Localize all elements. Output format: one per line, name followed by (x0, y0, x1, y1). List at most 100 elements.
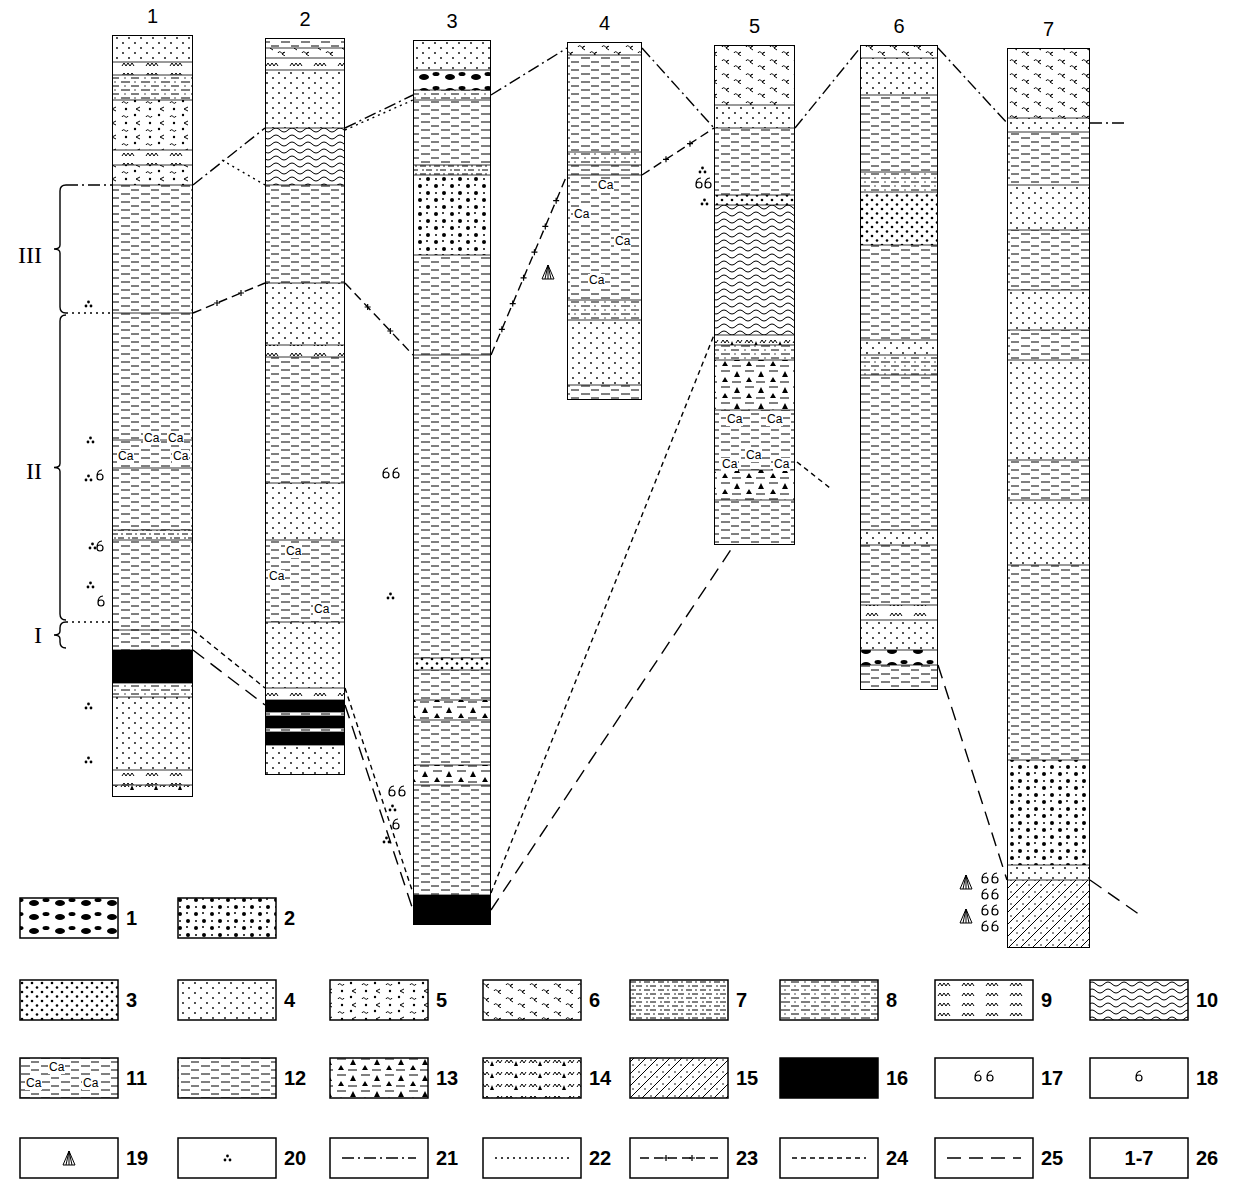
correlation-line (345, 283, 413, 355)
stratum-boundary (1007, 230, 1090, 231)
legend-sample (935, 1138, 1033, 1178)
stratum (860, 95, 938, 172)
stratum-boundary (567, 152, 642, 153)
stratum-boundary (265, 716, 345, 717)
stratum-boundary (265, 712, 345, 713)
carbonate-mark: Ca (25, 1077, 42, 1090)
stratum (265, 48, 345, 58)
stratum-boundary (1007, 880, 1090, 881)
section-column: 2 (265, 38, 345, 775)
stratum-boundary (1007, 132, 1090, 133)
correlation-line (193, 283, 265, 313)
unit-bracket (54, 315, 66, 620)
plus-mark (553, 198, 559, 204)
spore-dots (226, 1155, 229, 1158)
stratum (567, 165, 642, 175)
stratum (714, 128, 795, 195)
stratum-boundary (714, 205, 795, 206)
fossil-symbol (982, 889, 988, 899)
stratum (265, 185, 345, 283)
stratum-boundary (413, 70, 491, 71)
stratum (567, 42, 642, 55)
correlation-line (193, 128, 265, 185)
correlation-stroke (193, 283, 265, 313)
stratum-boundary (860, 620, 938, 621)
stratum (265, 745, 345, 775)
stratum-boundary (413, 670, 491, 671)
spore-dots (89, 437, 92, 440)
correlation-stroke (938, 665, 1007, 880)
stratum-boundary (413, 165, 491, 166)
stratum (714, 205, 795, 335)
stratum (112, 62, 193, 75)
legend-number: 14 (589, 1066, 611, 1090)
stratum (860, 530, 938, 545)
stratum (1007, 290, 1090, 330)
stratum-boundary (714, 500, 795, 501)
stratum (567, 385, 642, 400)
stratum-boundary (112, 540, 193, 541)
spore-dots (85, 305, 88, 308)
spore-dots (699, 171, 702, 174)
legend-number: 5 (436, 988, 447, 1012)
stratum-boundary (265, 345, 345, 346)
carbonate-mark: Ca (773, 458, 790, 471)
stratum (265, 732, 345, 745)
stratum-boundary (860, 375, 938, 376)
fossil-symbol (383, 468, 389, 478)
unit-number: II (26, 458, 42, 484)
fossil-symbol (975, 1071, 981, 1081)
stratum-boundary (567, 55, 642, 56)
stratum-boundary (860, 95, 938, 96)
correlation-line (938, 48, 1007, 123)
legend-line (792, 1157, 866, 1158)
carbonate-mark: Ca (766, 413, 783, 426)
stratum (112, 75, 193, 100)
stratum (265, 700, 345, 712)
stratum-boundary (413, 355, 491, 356)
legend-sample (178, 898, 276, 938)
stratum-boundary (413, 785, 491, 786)
stratum-boundary (413, 100, 491, 101)
spore-dots (706, 203, 709, 206)
stratum-boundary (265, 732, 345, 733)
stratum (112, 165, 193, 185)
stratum (714, 360, 795, 410)
stratum (1007, 48, 1090, 118)
stratum (413, 670, 491, 700)
column-number: 2 (266, 7, 344, 31)
correlation-stroke (642, 128, 714, 175)
legend-sample (178, 1058, 276, 1098)
shell-symbol (63, 1151, 75, 1165)
stratum-boundary (265, 185, 345, 186)
spore-dots (383, 841, 386, 844)
fossil-symbol (97, 470, 103, 480)
stratum (860, 172, 938, 192)
correlation-line (491, 335, 714, 893)
plus-mark (238, 290, 244, 296)
stratum-boundary (265, 700, 345, 701)
stratum (860, 192, 938, 245)
stratum-boundary (860, 665, 938, 666)
stratum-boundary (265, 128, 345, 129)
carbonate-mark: Ca (143, 432, 160, 445)
column-number: 6 (861, 14, 937, 38)
spore-dots (90, 707, 93, 710)
stratum-boundary (860, 172, 938, 173)
stratum (112, 35, 193, 62)
stratum (1007, 760, 1090, 865)
legend-sample (630, 1138, 728, 1178)
correlation-stroke (345, 283, 413, 355)
stratum-boundary (714, 195, 795, 196)
stratum-boundary (1007, 360, 1090, 361)
stratum (567, 152, 642, 165)
spore-dots (87, 301, 90, 304)
stratum (860, 620, 938, 650)
legend-number: 16 (886, 1066, 908, 1090)
spore-dots (229, 1159, 232, 1162)
legend-number: 26 (1196, 1146, 1218, 1170)
stratum-boundary (1007, 500, 1090, 501)
plus-mark (687, 141, 693, 147)
spore-dots (85, 761, 88, 764)
stratum (1007, 460, 1090, 500)
